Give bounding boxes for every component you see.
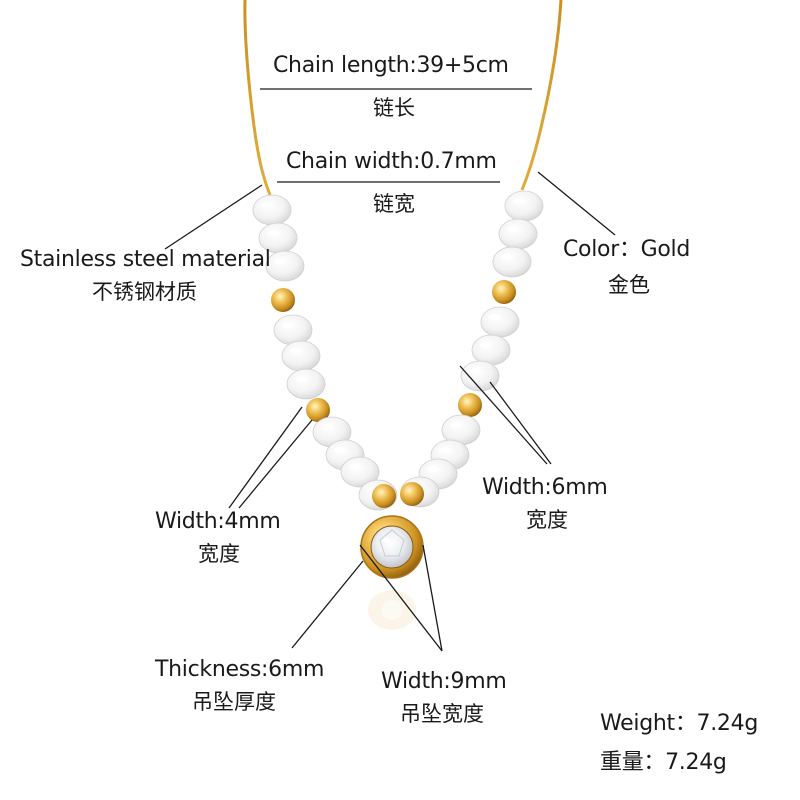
bead-highlight	[450, 422, 462, 428]
white-crystal-bead	[265, 250, 305, 282]
chain-width-label: Chain width:0.7mm	[286, 149, 497, 174]
pendant-width-cn: 吊坠宽度	[400, 702, 484, 726]
white-crystal-bead	[504, 190, 544, 222]
bead-highlight	[321, 424, 333, 430]
bead-highlight	[513, 198, 525, 204]
bead-strand-right	[400, 190, 544, 508]
bead-highlight	[439, 447, 451, 453]
bead-highlight	[349, 464, 361, 470]
bead-highlight	[501, 254, 513, 260]
bead-highlight	[261, 202, 273, 208]
pendant-thickness-cn: 吊坠厚度	[192, 690, 276, 714]
gold-bead	[372, 484, 396, 508]
bead-highlight	[295, 376, 307, 382]
gold-bead	[458, 393, 482, 417]
pendant-thickness-label: Thickness:6mm	[155, 657, 325, 682]
chain-left	[243, 0, 272, 196]
material-cn: 不锈钢材质	[92, 280, 197, 304]
bead-width-6mm-cn: 宽度	[526, 508, 568, 532]
weight-cn: 重量：7.24g	[600, 750, 727, 775]
white-crystal-bead	[273, 314, 313, 346]
bead-highlight	[274, 258, 286, 264]
bead-width-4mm-label: Width:4mm	[155, 509, 281, 534]
white-crystal-bead	[492, 246, 532, 278]
bead-highlight	[290, 348, 302, 354]
chain-length-label: Chain length:39+5cm	[273, 53, 509, 78]
white-crystal-bead	[281, 340, 321, 372]
bead-strand-left	[252, 194, 398, 511]
bead-width-6mm-label: Width:6mm	[482, 475, 608, 500]
weight-label: Weight：7.24g	[600, 711, 758, 736]
gold-bead	[400, 482, 424, 506]
bead-highlight	[480, 342, 492, 348]
material-label: Stainless steel material	[20, 247, 271, 272]
bead-highlight	[334, 447, 346, 453]
bead-highlight	[507, 226, 519, 232]
bead-width-4mm-cn: 宽度	[198, 542, 240, 566]
gold-bead	[492, 280, 516, 304]
pendant	[360, 515, 424, 630]
white-crystal-bead	[340, 456, 380, 488]
bead-highlight	[282, 322, 294, 328]
bead-highlight	[267, 230, 279, 236]
bead-highlight	[469, 368, 481, 374]
bead-highlight	[489, 314, 501, 320]
white-crystal-bead	[471, 334, 511, 366]
annotation-lines	[164, 88, 616, 652]
white-crystal-bead	[498, 218, 538, 250]
white-crystal-bead	[286, 368, 326, 400]
chain-right	[520, 0, 563, 191]
chain-length-cn: 链长	[373, 96, 415, 120]
chain-width-cn: 链宽	[373, 192, 415, 216]
gold-bead	[306, 398, 330, 422]
white-crystal-bead	[252, 194, 292, 226]
color-cn: 金色	[608, 273, 650, 297]
color-label: Color：Gold	[563, 237, 691, 262]
white-crystal-bead	[460, 360, 500, 392]
bead-highlight	[427, 466, 439, 472]
white-crystal-bead	[480, 306, 520, 338]
gold-bead	[271, 288, 295, 312]
pendant-width-label: Width:9mm	[381, 669, 507, 694]
